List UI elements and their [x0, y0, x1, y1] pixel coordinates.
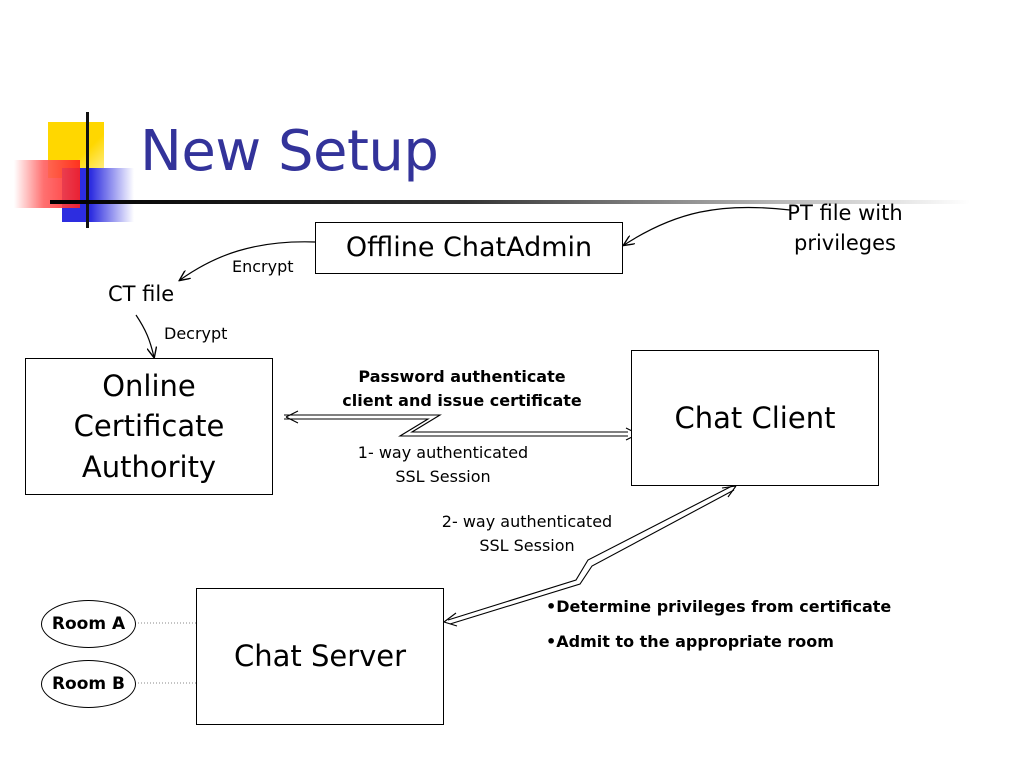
- online-ca-line1: Online: [102, 368, 196, 403]
- ct-file-label: CT file: [108, 282, 175, 306]
- pt-file-label: PT file with privileges: [770, 198, 920, 258]
- oneway-line1: 1- way authenticated: [357, 443, 529, 462]
- decrypt-arrow: [135, 314, 154, 357]
- title-underline: [50, 200, 970, 204]
- online-ca-line3: Authority: [81, 449, 217, 484]
- twoway-line1: 2- way authenticated: [441, 512, 613, 531]
- pt-file-line1: PT file with: [787, 201, 903, 225]
- encrypt-label: Encrypt: [232, 257, 294, 276]
- room-b-label: Room B: [51, 674, 126, 694]
- offline-chatadmin-label: Offline ChatAdmin: [345, 232, 593, 264]
- oneway-ssl-label: 1- way authenticated SSL Session: [338, 441, 548, 489]
- offline-chatadmin-box: Offline ChatAdmin: [315, 222, 623, 274]
- chat-client-label: Chat Client: [674, 400, 836, 435]
- password-line2: client and issue certificate: [342, 391, 582, 410]
- chat-server-label: Chat Server: [233, 639, 407, 674]
- decrypt-label: Decrypt: [164, 324, 228, 343]
- pt-to-admin-arrow: [624, 206, 791, 245]
- room-a-node: Room A: [41, 600, 136, 648]
- chat-client-box: Chat Client: [631, 350, 879, 486]
- note-item: •Admit to the appropriate room: [546, 632, 834, 651]
- oneway-ssl-connector: [284, 410, 639, 441]
- password-line1: Password authenticate: [358, 367, 566, 386]
- twoway-ssl-label: 2- way authenticated SSL Session: [422, 510, 632, 558]
- password-label: Password authenticate client and issue c…: [322, 365, 602, 413]
- chat-server-box: Chat Server: [196, 588, 444, 725]
- room-a-label: Room A: [51, 614, 126, 634]
- notes-list: •Determine privileges from certificate •…: [546, 595, 891, 654]
- twoway-ssl-connector: [443, 485, 737, 627]
- online-ca-line2: Certificate: [73, 409, 225, 444]
- logo-decoration: [14, 112, 144, 232]
- oneway-line2: SSL Session: [395, 467, 491, 486]
- logo-vertical-line: [86, 112, 89, 228]
- online-ca-text: Online Certificate Authority: [74, 366, 225, 488]
- encrypt-arrow: [180, 241, 316, 280]
- note-item: •Determine privileges from certificate: [546, 597, 892, 616]
- twoway-line2: SSL Session: [479, 536, 575, 555]
- pt-file-line2: privileges: [793, 231, 896, 255]
- slide-title: New Setup: [140, 119, 439, 184]
- room-b-node: Room B: [41, 660, 136, 708]
- online-ca-box: Online Certificate Authority: [25, 358, 273, 495]
